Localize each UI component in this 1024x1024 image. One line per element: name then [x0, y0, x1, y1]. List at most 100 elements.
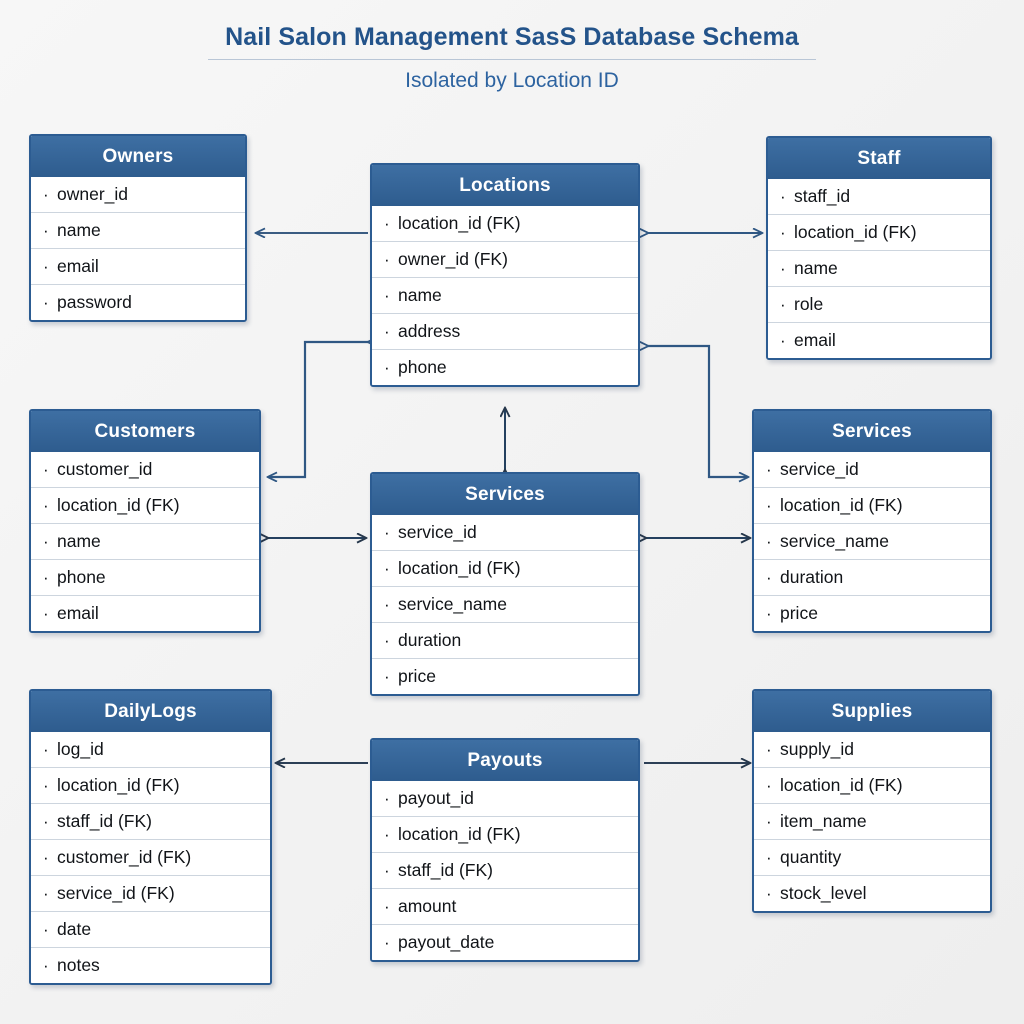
bullet-icon: · — [43, 884, 49, 903]
field-row: · staff_id (FK) — [31, 804, 270, 840]
bullet-icon: · — [766, 532, 772, 551]
entity-table-owners[interactable]: Owners ·owner_id ·name ·email ·password — [29, 134, 247, 322]
field-label: customer_id — [57, 459, 153, 479]
bullet-icon: · — [384, 214, 390, 233]
entity-table-staff[interactable]: Staff ·staff_id ·location_id (FK) ·name … — [766, 136, 992, 360]
field-label: price — [780, 603, 818, 623]
bullet-icon: · — [384, 358, 390, 377]
field-label: email — [794, 330, 836, 350]
bullet-icon: · — [43, 185, 49, 204]
bullet-icon: · — [766, 812, 772, 831]
field-label: role — [794, 294, 824, 314]
bullet-icon: · — [780, 295, 786, 314]
entity-table-customers[interactable]: Customers ·customer_id ·location_id (FK)… — [29, 409, 261, 633]
field-row: ·location_id (FK) — [754, 488, 990, 524]
table-title-locations: Locations — [372, 165, 638, 206]
field-label: staff_id (FK) — [57, 811, 152, 831]
bullet-icon: · — [384, 595, 390, 614]
page-subtitle: Isolated by Location ID — [405, 69, 619, 92]
bullet-icon: · — [43, 812, 49, 831]
entity-table-locations[interactable]: Locations ·location_id (FK) ·owner_id (F… — [370, 163, 640, 387]
field-row: ·name — [768, 251, 990, 287]
field-label: service_id — [780, 459, 859, 479]
field-row: ·location_id (FK) — [372, 206, 638, 242]
field-row: · payout_date — [372, 925, 638, 960]
entity-table-supplies[interactable]: Supplies ·supply_id ·location_id (FK) ·i… — [752, 689, 992, 913]
field-row: · owner_id — [31, 177, 245, 213]
bullet-icon: · — [43, 776, 49, 795]
field-label: notes — [57, 955, 100, 975]
table-fields-supplies: ·supply_id ·location_id (FK) ·item_name … — [754, 732, 990, 911]
field-label: payout_date — [398, 932, 495, 952]
bullet-icon: · — [766, 460, 772, 479]
field-row: · price — [754, 596, 990, 631]
table-title-staff: Staff — [768, 138, 990, 179]
field-label: supply_id — [780, 739, 854, 759]
entity-table-payouts[interactable]: Payouts ·payout_id ·location_id (FK) ·st… — [370, 738, 640, 962]
field-row: ·email — [768, 323, 990, 358]
field-label: email — [57, 603, 99, 623]
field-label: duration — [780, 567, 844, 587]
bullet-icon: · — [43, 221, 49, 240]
bullet-icon: · — [384, 286, 390, 305]
field-label: location_id (FK) — [780, 775, 903, 795]
table-fields-locations: ·location_id (FK) ·owner_id (FK) · name ·… — [372, 206, 638, 385]
entity-table-services-center[interactable]: Services · service_id · location_id (FK) ·… — [370, 472, 640, 696]
field-row: ·duration — [372, 623, 638, 659]
entity-table-dailylogs[interactable]: DailyLogs ·log_id ·location_id (FK) ·sta… — [29, 689, 272, 985]
bullet-icon: · — [780, 223, 786, 242]
field-row: ·payout_id — [372, 781, 638, 817]
connector-locations-customers — [268, 342, 368, 477]
field-label: location_id (FK) — [794, 222, 917, 242]
field-row: · service_id — [754, 452, 990, 488]
table-fields-dailylogs: ·log_id ·location_id (FK) · staff_id (FK)… — [31, 732, 270, 983]
bullet-icon: · — [384, 322, 390, 341]
field-row: ·item_name — [754, 804, 990, 840]
bullet-icon: · — [384, 523, 390, 542]
field-label: owner_id — [57, 184, 129, 204]
bullet-icon: · — [43, 532, 49, 551]
field-label: location_id (FK) — [780, 495, 903, 515]
field-label: service_id (FK) — [57, 883, 175, 903]
bullet-icon: · — [43, 848, 49, 867]
field-row: ·password — [31, 285, 245, 320]
field-label: name — [57, 220, 101, 240]
table-title-services-right: Services — [754, 411, 990, 452]
field-row: ·email — [31, 249, 245, 285]
field-row: ·owner_id (FK) — [372, 242, 638, 278]
field-row: ·location_id (FK) — [372, 817, 638, 853]
field-label: phone — [57, 567, 106, 587]
field-label: name — [57, 531, 101, 551]
entity-table-services-right[interactable]: Services ·service_id ·location_id (FK) ·… — [752, 409, 992, 633]
field-label: location_id (FK) — [398, 558, 521, 578]
bullet-icon: · — [766, 884, 772, 903]
bullet-icon: · — [766, 568, 772, 587]
field-row: ·customer_id (FK) — [31, 840, 270, 876]
field-row: · service_id — [372, 515, 638, 551]
page-title: Nail Salon Management SasS Database Sche… — [225, 23, 799, 51]
field-label: service_id — [398, 522, 477, 542]
bullet-icon: · — [766, 848, 772, 867]
field-label: name — [398, 285, 442, 305]
bullet-icon: · — [766, 604, 772, 623]
table-title-services-center: Services — [372, 474, 638, 515]
field-row: ·location_id (FK) — [31, 488, 259, 524]
bullet-icon: · — [766, 740, 772, 759]
bullet-icon: · — [384, 250, 390, 269]
bullet-icon: · — [43, 920, 49, 939]
bullet-icon: · — [384, 933, 390, 952]
field-row: ·amount — [372, 889, 638, 925]
field-row: ·phone — [372, 350, 638, 385]
bullet-icon: · — [43, 568, 49, 587]
field-row: ·log_id — [31, 732, 270, 768]
field-row: · name — [31, 524, 259, 560]
field-row: ·email — [31, 596, 259, 631]
bullet-icon: · — [43, 293, 49, 312]
field-row: ·notes — [31, 948, 270, 983]
field-label: price — [398, 666, 436, 686]
field-row: ·location_id (FK) — [31, 768, 270, 804]
field-row: · name — [372, 278, 638, 314]
field-label: address — [398, 321, 461, 341]
field-row: ·service_name — [372, 587, 638, 623]
